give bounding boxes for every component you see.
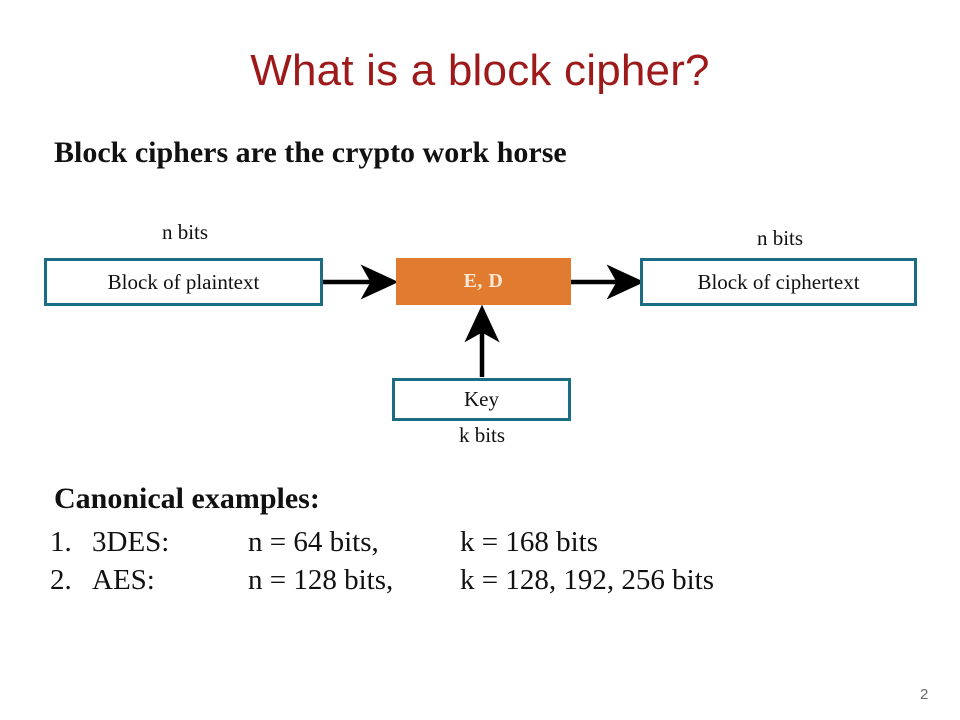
page-number: 2 (920, 686, 929, 703)
list-item: 2. AES: n = 128 bits, k = 128, 192, 256 … (50, 564, 800, 602)
list-item-nbits: n = 128 bits, (248, 564, 394, 596)
list-item-kbits: k = 128, 192, 256 bits (460, 564, 715, 596)
ciphertext-box-label: Block of ciphertext (697, 269, 860, 294)
key-box: Key (392, 378, 571, 421)
list-item-name: 3DES: (92, 526, 170, 558)
cipher-box: E, D (396, 258, 571, 305)
key-box-label: Key (464, 387, 499, 411)
list-item-number: 1. (50, 526, 72, 558)
label-nbits-right: n bits (756, 226, 804, 250)
list-item-name: AES: (92, 564, 155, 596)
page-title: What is a block cipher? (250, 46, 710, 95)
list-item-nbits: n = 64 bits, (248, 526, 379, 558)
cipher-box-label: E, D (463, 270, 504, 292)
canonical-examples-heading: Canonical examples: (54, 482, 320, 515)
ciphertext-box: Block of ciphertext (640, 258, 917, 306)
list-item: 1. 3DES: n = 64 bits, k = 168 bits (50, 526, 800, 564)
label-kbits: k bits (458, 423, 506, 447)
label-nbits-left: n bits (161, 220, 209, 244)
list-item-kbits: k = 168 bits (460, 526, 599, 558)
canonical-examples-list: 1. 3DES: n = 64 bits, k = 168 bits 2. AE… (50, 526, 800, 602)
plaintext-box-label: Block of plaintext (107, 269, 260, 294)
list-item-number: 2. (50, 564, 72, 596)
subtitle-text: Block ciphers are the crypto work horse (54, 136, 567, 169)
plaintext-box: Block of plaintext (44, 258, 323, 306)
